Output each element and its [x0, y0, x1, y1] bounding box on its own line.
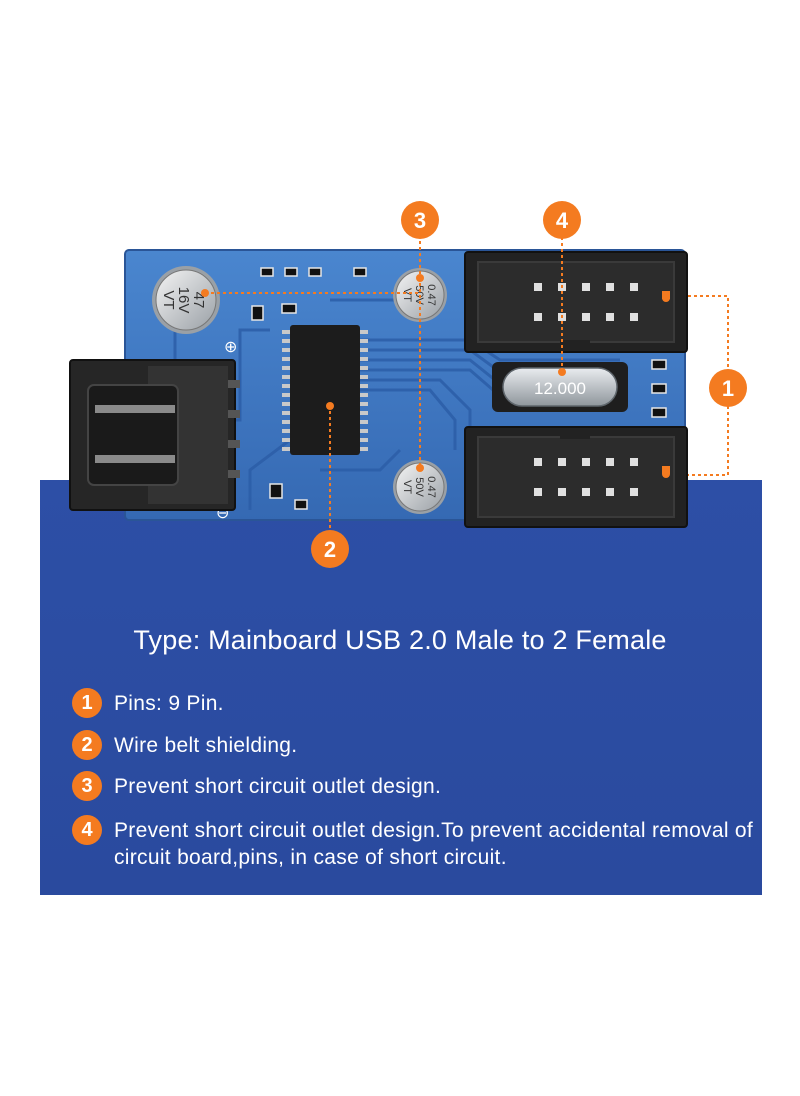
- header-pin-hole: [534, 313, 542, 321]
- callout-badge-4: 4: [543, 201, 581, 239]
- ic-pin: [360, 393, 368, 397]
- header-pin-hole: [534, 458, 542, 466]
- ic-pin: [360, 384, 368, 388]
- ic-pin: [360, 348, 368, 352]
- header-pin-hole: [606, 488, 614, 496]
- callout-badge-1: 1: [709, 369, 747, 407]
- ic-pin: [360, 402, 368, 406]
- ic-pin: [360, 357, 368, 361]
- ic-pin: [360, 420, 368, 424]
- ic-pin: [282, 375, 290, 379]
- feature-text: Wire belt shielding.: [114, 734, 298, 757]
- ic-pin: [360, 339, 368, 343]
- svg-text:16V: 16V: [175, 287, 192, 314]
- svg-text:0.47: 0.47: [425, 476, 437, 497]
- capacitor-large: 47 16V VT: [152, 266, 220, 334]
- svg-text:0.47: 0.47: [425, 284, 437, 305]
- svg-text:1: 1: [722, 376, 734, 401]
- feature-item-short-circuit: 3 Prevent short circuit outlet design.: [72, 771, 442, 801]
- callout-badge-2: 2: [311, 530, 349, 568]
- header-pin-hole: [606, 313, 614, 321]
- feature-item-removal-protection: 4 Prevent short circuit outlet design.To…: [72, 815, 754, 871]
- ic-pin: [360, 429, 368, 433]
- ic-pin: [282, 384, 290, 388]
- ic-pin: [282, 339, 290, 343]
- ic-pin: [282, 402, 290, 406]
- svg-text:VT: VT: [160, 290, 177, 309]
- header-pin-hole: [582, 458, 590, 466]
- feature-item-pins: 1 Pins: 9 Pin.: [72, 688, 224, 718]
- header-pin-hole: [630, 458, 638, 466]
- header-pin-hole: [582, 488, 590, 496]
- ic-pin: [282, 357, 290, 361]
- header-pin-hole: [630, 488, 638, 496]
- ic-pin: [360, 447, 368, 451]
- crystal-oscillator: 12.000: [492, 362, 628, 412]
- header-pin-hole: [630, 313, 638, 321]
- ic-pin: [282, 330, 290, 334]
- ic-pin: [282, 348, 290, 352]
- feature-text: Prevent short circuit outlet design.: [114, 775, 442, 798]
- feature-badge: 2: [72, 730, 102, 760]
- capacitor-small-bottom: 0.47 50V VT: [393, 460, 447, 514]
- ic-pin: [360, 375, 368, 379]
- product-type-title: Type: Mainboard USB 2.0 Male to 2 Female: [133, 625, 667, 655]
- left-connector: [69, 359, 240, 511]
- ic-pin: [282, 447, 290, 451]
- female-header-top: [464, 251, 688, 353]
- header-pin-hole: [558, 488, 566, 496]
- svg-text:50V: 50V: [413, 477, 425, 497]
- ic-pin: [360, 438, 368, 442]
- feature-badge: 4: [72, 815, 102, 845]
- plus-mark: ⊕: [224, 339, 237, 356]
- svg-text:2: 2: [324, 537, 336, 562]
- feature-text: Pins: 9 Pin.: [114, 692, 224, 715]
- ic-chip: [282, 325, 368, 455]
- ic-pin: [360, 366, 368, 370]
- female-header-bottom: [464, 426, 688, 528]
- ic-pin: [282, 393, 290, 397]
- header-pin-hole: [606, 458, 614, 466]
- ic-pin: [282, 429, 290, 433]
- feature-badge: 1: [72, 688, 102, 718]
- svg-text:VT: VT: [401, 288, 413, 302]
- ic-pin: [282, 420, 290, 424]
- feature-badge: 3: [72, 771, 102, 801]
- leader-lines: [205, 235, 729, 530]
- header-pin-hole: [558, 458, 566, 466]
- callout-badge-3: 3: [401, 201, 439, 239]
- crystal-label: 12.000: [534, 379, 586, 398]
- feature-item-shielding: 2 Wire belt shielding.: [72, 730, 298, 760]
- header-pin-hole: [582, 283, 590, 291]
- ic-pin: [360, 330, 368, 334]
- svg-text:3: 3: [414, 208, 426, 233]
- ic-pin: [360, 411, 368, 415]
- header-pin-hole: [534, 283, 542, 291]
- header-pin-hole: [630, 283, 638, 291]
- ic-pin: [282, 438, 290, 442]
- header-pin-hole: [606, 283, 614, 291]
- header-pin-hole: [534, 488, 542, 496]
- ic-pin: [282, 411, 290, 415]
- header-pin-hole: [582, 313, 590, 321]
- feature-text: Prevent short circuit outlet design.To p…: [114, 819, 754, 869]
- svg-text:VT: VT: [401, 480, 413, 494]
- svg-text:4: 4: [556, 208, 569, 233]
- ic-pin: [282, 366, 290, 370]
